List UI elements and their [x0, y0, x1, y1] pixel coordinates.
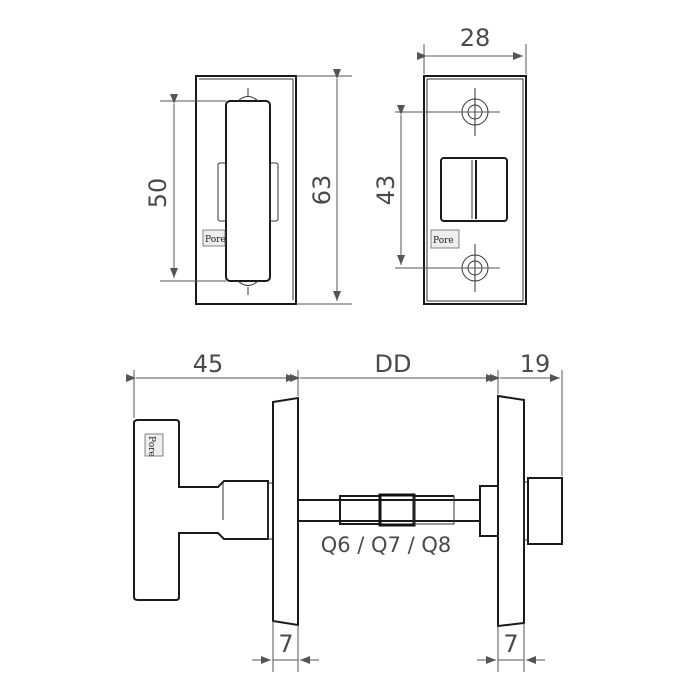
svg-text:7: 7	[278, 630, 293, 658]
release-shaft-collar	[479, 485, 499, 537]
svg-text:Pore: Pore	[146, 436, 156, 457]
svg-text:45: 45	[193, 350, 224, 378]
release-plate-outline	[423, 75, 527, 305]
dimension-7-left: 7	[252, 621, 319, 672]
brand-logo: Pore	[144, 433, 164, 457]
dimension-dd: DD	[290, 350, 496, 382]
svg-text:63: 63	[308, 175, 336, 206]
rose-bevel-line	[199, 78, 294, 300]
dimension-7-right: 7	[477, 623, 545, 672]
dimension-50: 50	[144, 94, 226, 282]
svg-text:DD: DD	[375, 350, 412, 378]
svg-text:Pore: Pore	[433, 236, 454, 246]
dimension-45: 45	[126, 350, 296, 382]
svg-text:Pore: Pore	[205, 235, 226, 245]
rose-plate-outline	[195, 75, 297, 305]
brand-logo: Pore	[430, 229, 460, 249]
lever-side-right	[269, 162, 279, 222]
lever-side-left	[217, 162, 227, 222]
dimension-19: 19	[490, 350, 560, 382]
svg-text:50: 50	[144, 178, 172, 209]
spindle-size-label: Q6 / Q7 / Q8	[321, 533, 452, 557]
svg-text:28: 28	[460, 24, 491, 52]
svg-text:43: 43	[372, 175, 400, 206]
indicator-window	[440, 157, 508, 222]
lever-end-caps	[237, 96, 259, 286]
thumbturn-front-view: Pore 50 63	[144, 69, 352, 305]
brand-logo: Pore	[202, 229, 226, 247]
rose-left	[272, 396, 299, 627]
dimension-43: 43	[372, 105, 500, 269]
release-knob-side	[527, 477, 563, 545]
thumbturn-lever	[225, 100, 271, 282]
svg-text:7: 7	[503, 630, 518, 658]
thumbturn-knob-side	[133, 419, 269, 601]
dimension-63: 63	[296, 69, 352, 305]
svg-text:19: 19	[520, 350, 551, 378]
side-view: Pore Q6 / Q7 / Q8 45 DD	[126, 350, 563, 672]
spindle	[298, 493, 480, 527]
rose-right	[497, 394, 525, 628]
dimension-28: 28	[417, 24, 527, 74]
release-front-view: Pore 28 43	[372, 24, 527, 305]
